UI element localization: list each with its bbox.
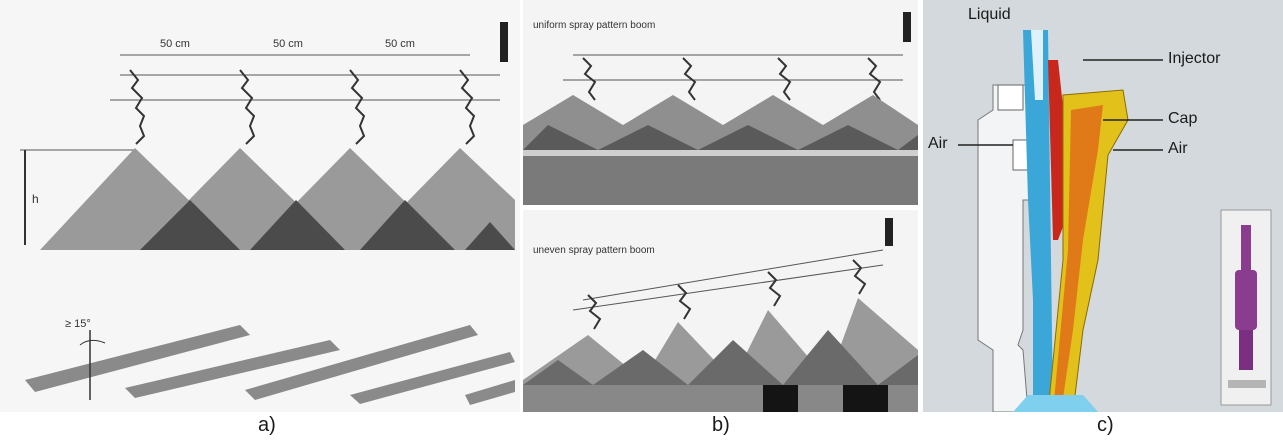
nozzle-4 xyxy=(459,69,476,145)
spacing-label-2: 50 cm xyxy=(273,38,303,50)
caption-c: c) xyxy=(1097,414,1114,436)
nozzle-b2-1 xyxy=(587,294,602,330)
label-air-right: Air xyxy=(1168,140,1188,157)
label-injector: Injector xyxy=(1168,50,1221,67)
uneven-title: uneven spray pattern boom xyxy=(533,245,655,256)
panel-b-uniform: uniform spray pattern boom xyxy=(523,0,918,205)
panel-b-uneven: uneven spray pattern boom xyxy=(523,210,918,412)
nozzle-b2-4 xyxy=(852,259,867,295)
uniform-title: uniform spray pattern boom xyxy=(533,20,656,31)
panel-a-boom-overlap: 50 cm 50 cm 50 cm h ≥ 15° xyxy=(0,0,520,412)
spacing-label-1: 50 cm xyxy=(160,38,190,50)
nozzle-b2-2 xyxy=(677,284,692,320)
panel-c-air-induction-nozzle: Liquid Injector Cap Air Air xyxy=(923,0,1283,412)
label-liquid: Liquid xyxy=(968,6,1011,23)
panel-b-uneven-diagram xyxy=(523,218,918,412)
caption-b: b) xyxy=(712,414,730,436)
label-cap: Cap xyxy=(1168,110,1198,127)
nozzle-cross-section xyxy=(958,30,1272,412)
panel-b-uniform-diagram xyxy=(523,12,918,205)
nozzle-b1-4 xyxy=(867,57,882,101)
spacing-label-3: 50 cm xyxy=(385,38,415,50)
nozzle-2 xyxy=(239,69,256,145)
purple-nozzle-icon xyxy=(1235,225,1257,370)
nozzle-b1-3 xyxy=(777,57,792,101)
height-label: h xyxy=(32,192,39,206)
panel-a-diagram xyxy=(20,22,515,405)
nozzle-b2-3 xyxy=(767,271,782,307)
angle-label: ≥ 15° xyxy=(65,318,91,330)
nozzle-b1-2 xyxy=(682,57,697,101)
nozzle-1 xyxy=(129,69,146,145)
nozzle-b1-1 xyxy=(582,57,597,101)
label-air-left: Air xyxy=(928,135,948,152)
nozzle-3 xyxy=(349,69,366,145)
caption-a: a) xyxy=(258,414,276,436)
ground-rows xyxy=(25,325,515,405)
